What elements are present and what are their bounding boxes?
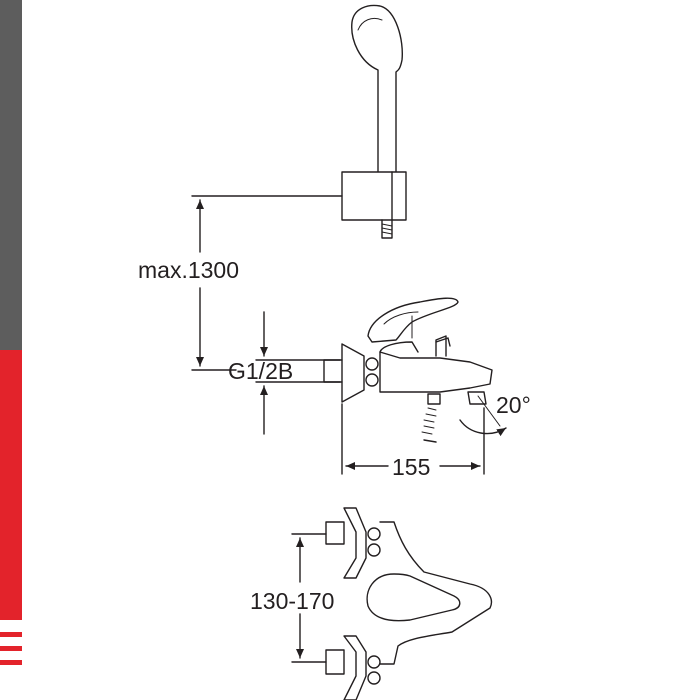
side-band-stripe <box>0 660 22 665</box>
shower-holder <box>341 171 407 239</box>
side-band-stripe <box>0 632 22 637</box>
side-band-red <box>0 350 22 620</box>
centers-label: 130-170 <box>250 588 335 614</box>
spout-length-label: 155 <box>392 454 431 480</box>
spout-length-dimension <box>341 403 485 475</box>
height-dimension <box>191 195 343 371</box>
side-band-stripe <box>0 646 22 651</box>
angle-label: 20° <box>496 392 531 418</box>
centers-dimension <box>291 533 327 663</box>
max-height-label: max.1300 <box>138 257 240 283</box>
angle-dimension <box>459 395 507 437</box>
mixer-side-view <box>323 297 493 443</box>
thread-size-label: G1/2B <box>228 358 294 384</box>
side-band-grey <box>0 0 22 350</box>
mixer-front-view <box>325 507 493 700</box>
hand-shower <box>351 4 403 176</box>
